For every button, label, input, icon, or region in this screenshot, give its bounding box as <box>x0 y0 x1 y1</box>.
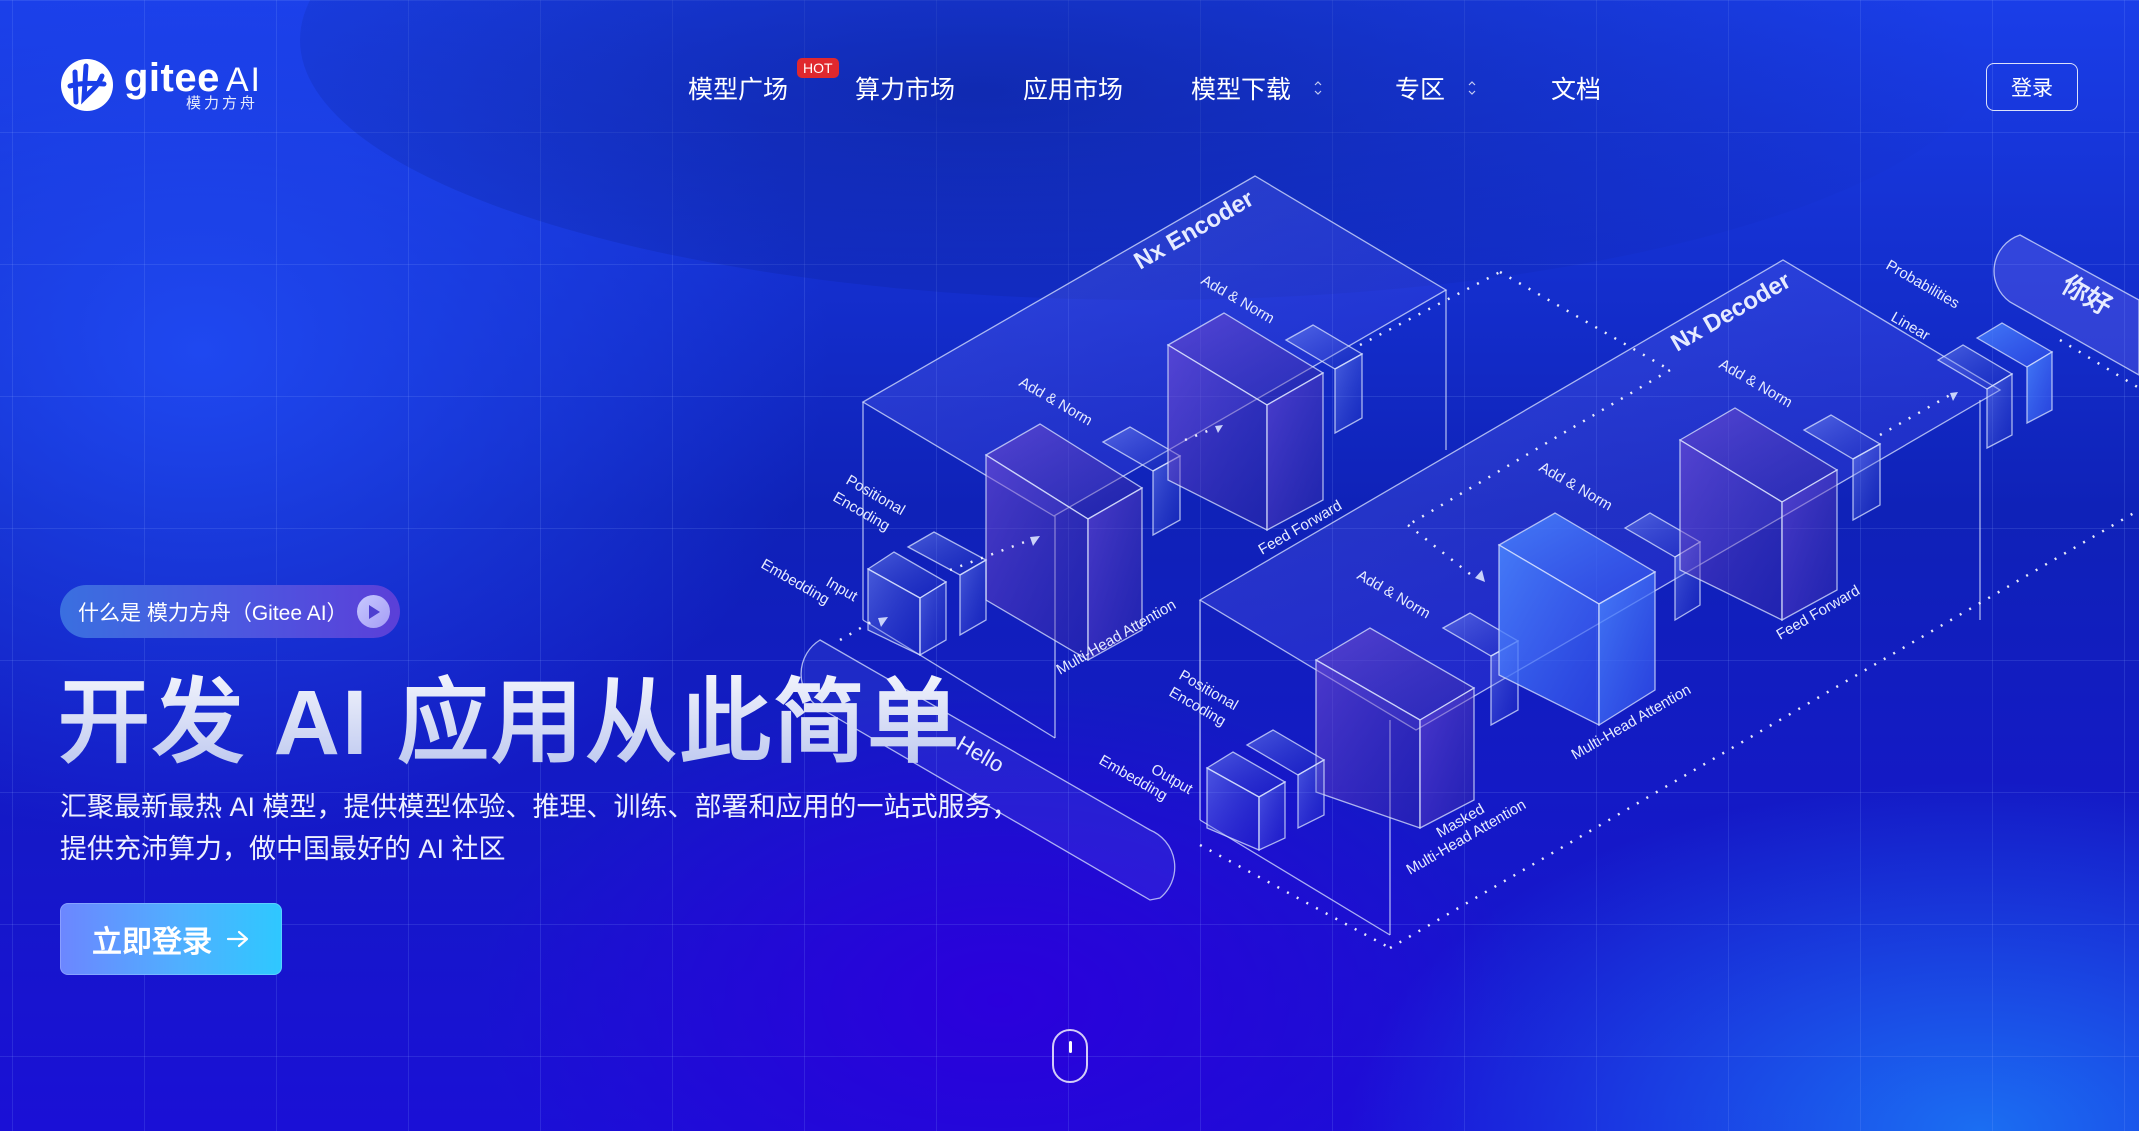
decoder-block <box>1198 259 2054 936</box>
what-is-gitee-ai-link[interactable]: 什么是 模力方舟（Gitee AI） <box>60 585 400 638</box>
tag-pill-label: 什么是 模力方舟（Gitee AI） <box>78 601 348 625</box>
svg-text:Encoding: Encoding <box>1166 684 1229 730</box>
hero-subtitle: 汇聚最新最热 AI 模型，提供模型体验、推理、训练、部署和应用的一站式服务， 提… <box>60 786 1019 870</box>
svg-text:Positional: Positional <box>843 472 908 519</box>
nav-item-label: 模型下载 <box>1191 76 1292 104</box>
svg-text:Masked: Masked <box>1434 800 1488 841</box>
nav-item-label: 文档 <box>1551 76 1602 104</box>
brand-logo[interactable]: gitee AI 模力方舟 <box>60 58 262 112</box>
cta-label: 立即登录 <box>92 926 212 959</box>
mouse-wheel <box>1069 1041 1072 1053</box>
nav-item-zone[interactable]: 专区 <box>1395 68 1477 108</box>
svg-text:Feed Forward: Feed Forward <box>1774 582 1863 643</box>
nav-item-label: 应用市场 <box>1023 76 1124 104</box>
hero-headline: 开发 AI 应用从此简单 <box>58 648 961 781</box>
nav-item-label: 算力市场 <box>855 76 956 104</box>
login-button[interactable]: 登录 <box>1986 63 2078 111</box>
arrow-right-icon <box>226 930 249 948</box>
svg-text:Add & Norm: Add & Norm <box>1198 272 1277 328</box>
svg-text:Add & Norm: Add & Norm <box>1016 374 1095 430</box>
nav-item-app-market[interactable]: 应用市场 <box>1023 68 1123 108</box>
subtitle-line: 提供充沛算力，做中国最好的 AI 社区 <box>60 834 506 864</box>
svg-text:Embedding: Embedding <box>758 556 832 609</box>
svg-text:Positional: Positional <box>1176 667 1241 714</box>
play-icon <box>357 595 390 628</box>
hot-badge: HOT <box>797 58 839 78</box>
brand-name: gitee <box>124 56 220 100</box>
nav-item-label: 专区 <box>1395 76 1446 104</box>
svg-text:Input: Input <box>823 574 861 606</box>
svg-text:Add & Norm: Add & Norm <box>1716 356 1795 412</box>
login-now-button[interactable]: 立即登录 <box>60 903 282 975</box>
svg-text:Output: Output <box>1148 761 1196 799</box>
mouse-scroll-icon[interactable] <box>1052 1029 1088 1083</box>
svg-text:Feed Forward: Feed Forward <box>1256 497 1345 558</box>
svg-text:Multi-Head Attention: Multi-Head Attention <box>1404 796 1529 878</box>
svg-text:Embedding: Embedding <box>1096 752 1170 805</box>
nav-item-model-square[interactable]: 模型广场 <box>688 68 788 108</box>
nav-item-compute-market[interactable]: 算力市场 <box>855 68 955 108</box>
svg-text:Add & Norm: Add & Norm <box>1354 567 1433 623</box>
svg-text:Multi-Head Attention: Multi-Head Attention <box>1054 596 1179 678</box>
chevron-up-down-icon <box>1468 81 1476 95</box>
output-token-pill <box>1993 234 2139 376</box>
chevron-up-down-icon <box>1314 81 1322 95</box>
brand-subtitle: 模力方舟 <box>185 95 258 112</box>
gitee-globe-icon <box>61 59 113 111</box>
brand-suffix: AI <box>225 61 262 99</box>
svg-text:Probabilities: Probabilities <box>1883 257 1962 313</box>
subtitle-line: 汇聚最新最热 AI 模型，提供模型体验、推理、训练、部署和应用的一站式服务， <box>60 792 1019 822</box>
nav-item-model-download[interactable]: 模型下载 <box>1191 68 1323 108</box>
nav-item-docs[interactable]: 文档 <box>1551 68 1601 108</box>
encoder-title: Nx Encoder <box>1130 185 1259 275</box>
svg-text:Multi-Head Attention: Multi-Head Attention <box>1569 681 1694 763</box>
svg-text:Add & Norm: Add & Norm <box>1536 459 1615 515</box>
decoder-title: Nx Decoder <box>1667 267 1796 357</box>
nav-item-label: 模型广场 <box>688 76 789 104</box>
top-navbar: gitee AI 模力方舟 模型广场 HOT 算力市场 应用市场 模型下载 专区… <box>0 0 2139 175</box>
svg-text:Encoding: Encoding <box>830 489 893 535</box>
svg-text:Linear: Linear <box>1888 309 1933 345</box>
svg-text:你好: 你好 <box>2056 269 2117 321</box>
